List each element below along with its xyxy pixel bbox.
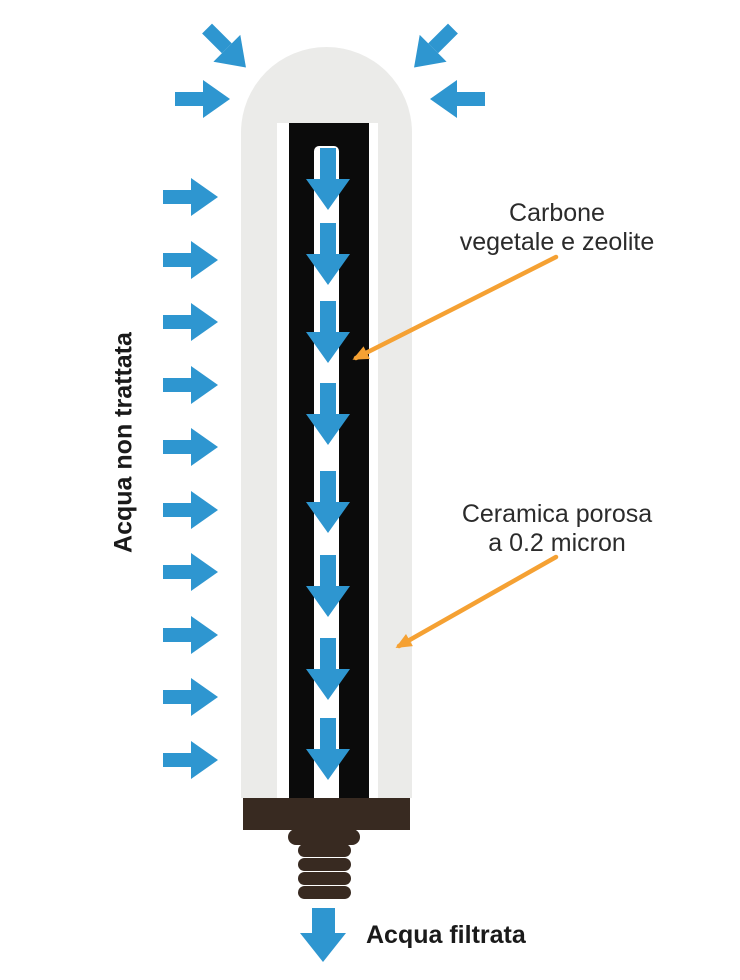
downflow-arrow-icon (306, 718, 350, 780)
arrow-shaft (163, 190, 191, 204)
arrow-shaft (163, 253, 191, 267)
arrow-shaft (320, 301, 336, 333)
screw-thread (298, 858, 351, 871)
downflow-arrow-icon (306, 638, 350, 700)
screw-thread (298, 886, 351, 899)
ceramic-pointer-arrow (395, 554, 559, 649)
outflow-arrow-icon (300, 908, 347, 962)
downflow-arrow-icon (306, 301, 350, 363)
arrow-shaft (163, 565, 191, 579)
arrow-shaft (163, 503, 191, 517)
arrow-head (300, 933, 346, 962)
arrow-head (430, 80, 457, 118)
arrow-head (306, 669, 350, 700)
arrow-head (306, 254, 350, 285)
arrow-shaft (163, 378, 191, 392)
arrow-head (306, 414, 350, 445)
downflow-arrow-icon (306, 148, 350, 210)
downflow-arrow-icon (306, 223, 350, 285)
label-ceramic-layer: Ceramica porosa a 0.2 micron (461, 500, 653, 557)
arrow-shaft (320, 471, 336, 503)
inflow-arrow-icon (163, 741, 218, 779)
inflow-arrow-icon (163, 428, 218, 466)
arrow-head (191, 553, 218, 591)
arrow-head (191, 678, 218, 716)
arrow-head (191, 428, 218, 466)
arrow-head (191, 741, 218, 779)
arrow-head (203, 80, 230, 118)
screw-thread (298, 844, 351, 857)
filter-base-plate (243, 798, 410, 830)
inflow-arrow-diagonal-right-icon (400, 15, 467, 81)
inflow-arrow-left-icon (175, 80, 230, 118)
inflow-arrow-icon (163, 241, 218, 279)
arrow-shaft (163, 690, 191, 704)
inflow-arrow-icon (163, 178, 218, 216)
inflow-arrow-icon (163, 553, 218, 591)
screw-flange (288, 829, 360, 845)
arrow-head (191, 366, 218, 404)
inflow-arrow-icon (163, 303, 218, 341)
arrow-shaft (320, 383, 336, 415)
arrow-shaft (457, 92, 485, 106)
arrow-shaft (175, 92, 203, 106)
downflow-arrow-icon (306, 471, 350, 533)
screw-thread (298, 872, 351, 885)
arrow-head (191, 303, 218, 341)
arrow-shaft (312, 908, 335, 934)
arrow-head (191, 178, 218, 216)
label-untreated-water: Acqua non trattata (109, 332, 138, 553)
downflow-arrow-icon (306, 555, 350, 617)
arrow-shaft (320, 718, 336, 750)
inflow-arrow-right-icon (430, 80, 485, 118)
arrow-shaft (320, 555, 336, 587)
arrow-head (306, 586, 350, 617)
arrow-head (191, 241, 218, 279)
arrow-shaft (320, 148, 336, 180)
arrow-shaft (163, 628, 191, 642)
inflow-arrow-icon (163, 491, 218, 529)
downflow-arrow-icon (306, 383, 350, 445)
arrow-head (306, 502, 350, 533)
arrow-shaft (320, 638, 336, 670)
arrow-shaft (320, 223, 336, 255)
arrow-shaft (163, 753, 191, 767)
inflow-arrow-icon (163, 616, 218, 654)
arrow-head (306, 179, 350, 210)
arrow-head (191, 616, 218, 654)
arrow-head (306, 749, 350, 780)
inflow-arrow-diagonal-left-icon (194, 15, 260, 81)
arrow-shaft (163, 315, 191, 329)
label-carbon-layer: Carbone vegetale e zeolite (459, 199, 655, 256)
arrow-head (191, 491, 218, 529)
inflow-arrow-icon (163, 678, 218, 716)
label-filtered-water: Acqua filtrata (366, 921, 526, 949)
arrow-head (306, 332, 350, 363)
arrow-shaft (163, 440, 191, 454)
inflow-arrow-icon (163, 366, 218, 404)
